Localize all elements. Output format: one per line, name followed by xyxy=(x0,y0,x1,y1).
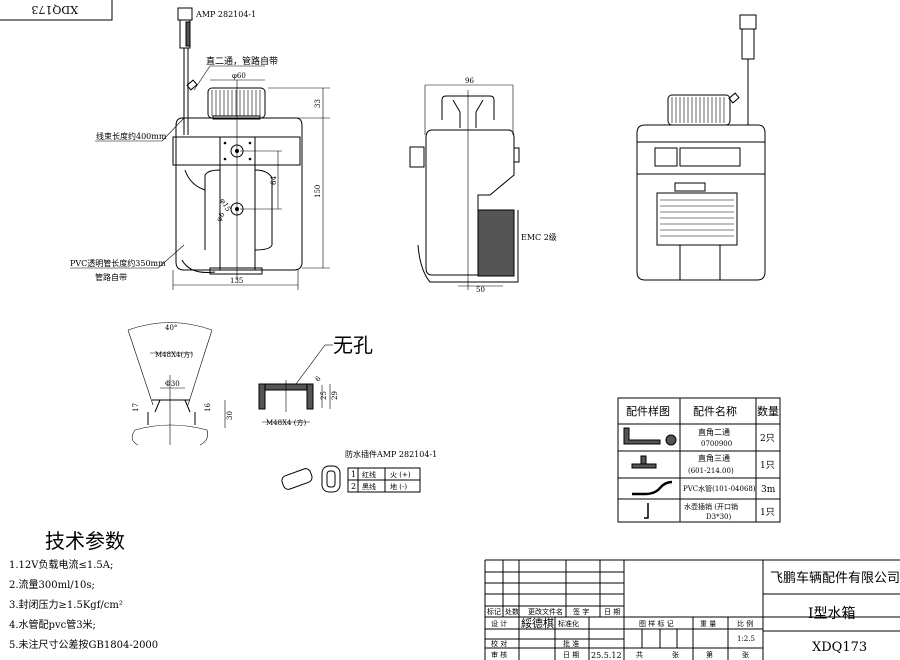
pin-function: 地 (-) xyxy=(390,482,407,491)
dim-section-bottom: 50 xyxy=(476,286,485,294)
part-qty: 1只 xyxy=(760,508,775,518)
section-view: 96 EMC 2级 50 xyxy=(409,77,557,294)
neck-thread: M48X4(方) xyxy=(155,350,193,359)
neck-dim-left: 17 xyxy=(132,403,140,412)
check-label: 校 对 xyxy=(491,639,507,648)
company-name: 飞鹏车辆配件有限公司 xyxy=(770,570,900,586)
part-qty: 3m xyxy=(761,485,776,495)
designer-name: 綏德棋 xyxy=(521,616,554,630)
total-label: 共 xyxy=(636,650,643,659)
header-name: 配件名称 xyxy=(693,404,737,418)
pvc-note-2: 管路自带 xyxy=(95,272,127,282)
cap-dim-wall: 6 xyxy=(314,374,323,383)
cap-dim-outer: 29 xyxy=(331,391,339,400)
neck-detail: 40° M48X4(方) Φ30 17 16 30 xyxy=(127,322,234,446)
dim-hole-spacing: 64 xyxy=(270,176,278,185)
part-name: PVC水管(101-04068) xyxy=(683,484,756,493)
fitting-note: 直二通，管路自带 xyxy=(206,55,278,67)
part-code: (601-214.00) xyxy=(688,467,734,475)
page-label: 第 xyxy=(706,650,713,659)
neck-angle: 40° xyxy=(165,324,177,332)
scale-label: 比 例 xyxy=(737,619,753,628)
tech-param: 5.未注尺寸公差按GB1804-2000 xyxy=(9,638,158,651)
stage-label: 图 样 标 记 xyxy=(639,619,674,628)
header-qty: 数量 xyxy=(757,405,779,418)
title-block: 标记 处数 更改文件名 签 字 日 期 设 计 綏德棋 标准化 校 对 批 准 … xyxy=(484,559,900,660)
dim-height: 150 xyxy=(314,185,322,198)
no-hole-note: 无孔 xyxy=(333,333,373,357)
standard-label: 标准化 xyxy=(558,619,579,628)
harness-note: 线束长度约400mm xyxy=(96,131,167,141)
rev-header: 更改文件名 xyxy=(528,607,563,616)
rev-header: 处数 xyxy=(505,607,519,616)
part-name-title: I型水箱 xyxy=(808,606,856,622)
rev-header: 日 期 xyxy=(604,608,620,616)
drawing-number: XDQ173 xyxy=(812,640,867,655)
part-name: 水壶插销 (开口销 xyxy=(684,502,738,511)
cap-knurl xyxy=(211,90,261,116)
part-qty: 1只 xyxy=(760,461,775,471)
pin-wire: 红线 xyxy=(362,470,376,479)
part-name: 直角二通 xyxy=(698,427,730,437)
cap-thread: M48X4 (方) xyxy=(266,418,306,427)
tech-param: 3.封闭压力≥1.5Kgf/cm² xyxy=(9,598,123,611)
part-code: 0700900 xyxy=(701,440,732,448)
elbow-fitting-icon xyxy=(623,427,677,446)
rotated-number-box: XDQ173 xyxy=(0,0,113,21)
part-name: 直角三通 xyxy=(698,453,730,463)
dim-section-width: 96 xyxy=(465,77,474,85)
pin-icon xyxy=(644,503,649,519)
rev-header: 标记 xyxy=(487,607,501,616)
front-view: AMP 282104-1 直二通，管路自带 φ60 33 150 64 φ15 … xyxy=(70,7,330,290)
pin-no: 1 xyxy=(351,470,356,479)
part-code: D3*30) xyxy=(706,513,731,521)
dim-cap-dia: φ60 xyxy=(232,72,246,80)
cap-detail: 无孔 6 25 29 M48X4 (方) xyxy=(258,333,373,427)
sheets-label: 张 xyxy=(672,650,679,659)
rotated-drawing-number: XDQ173 xyxy=(31,3,78,16)
dim-cap-height: 33 xyxy=(314,99,322,108)
connector-label: AMP 282104-1 xyxy=(195,10,256,19)
date-value: 25.5.12 xyxy=(591,651,622,660)
plug-title: 防水插件AMP 282104-1 xyxy=(345,449,437,459)
weight-label: 重 量 xyxy=(700,620,716,628)
tee-fitting-icon xyxy=(631,455,657,469)
neck-dim-mid: 16 xyxy=(204,403,212,412)
approve-label: 批 准 xyxy=(563,639,579,648)
pin-wire: 黑线 xyxy=(362,482,376,491)
tech-param: 4.水管配pvc管3米; xyxy=(9,618,96,631)
tech-params-title: 技术参数 xyxy=(45,529,125,553)
neck-dim-total: 30 xyxy=(226,411,234,420)
dim-width: 135 xyxy=(230,277,243,285)
cap-dim-inner: 25 xyxy=(320,391,328,400)
rear-view xyxy=(636,14,766,281)
design-label: 设 计 xyxy=(491,619,507,628)
motor-note: EMC 2级 xyxy=(521,232,557,242)
pvc-hose-icon xyxy=(632,480,673,496)
date-label: 日 期 xyxy=(563,651,579,659)
pvc-note-1: PVC透明管长度约350mm xyxy=(70,258,166,268)
pin-table: 1 红线 火 (+) 2 黑线 地 (-) xyxy=(347,467,421,493)
scale-value: 1:2.5 xyxy=(737,635,755,643)
dim-hole2: φ6 xyxy=(215,210,227,223)
tech-param: 1.12V负载电流≤1.5A; xyxy=(9,558,113,571)
page-sheets-label: 张 xyxy=(742,650,749,659)
tech-params: 技术参数 1.12V负载电流≤1.5A; 2.流量300ml/10s; 3.封闭… xyxy=(9,529,158,651)
pin-function: 火 (+) xyxy=(390,471,411,479)
rev-header: 签 字 xyxy=(573,607,589,616)
pin-no: 2 xyxy=(351,482,356,491)
review-label: 审 核 xyxy=(491,650,507,659)
header-image: 配件样图 xyxy=(626,404,670,418)
neck-dia: Φ30 xyxy=(165,380,180,388)
waterproof-plug: 防水插件AMP 282104-1 1 红线 火 (+) 2 黑线 地 (-) xyxy=(281,449,437,493)
parts-table: 配件样图 配件名称 数量 直角二通 0700900 2只 直角三通 (601-2… xyxy=(617,397,781,523)
tech-param: 2.流量300ml/10s; xyxy=(9,578,95,591)
part-qty: 2只 xyxy=(760,434,775,444)
